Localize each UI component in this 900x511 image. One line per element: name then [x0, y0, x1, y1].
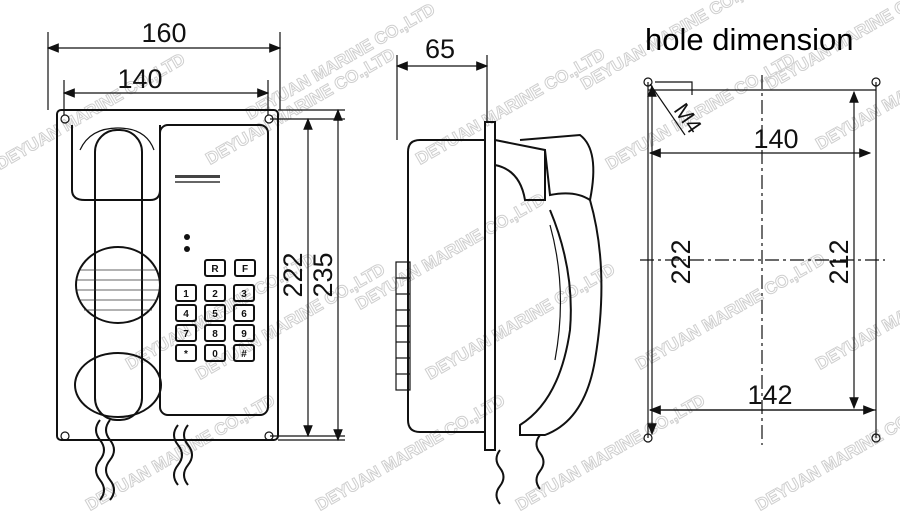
key-3 — [233, 284, 255, 302]
key-R — [204, 259, 226, 277]
side-body — [407, 139, 485, 433]
key-label: 8 — [212, 329, 218, 340]
speaker-grille — [75, 246, 161, 324]
key-0 — [204, 344, 226, 362]
key-5 — [204, 304, 226, 322]
key-label: R — [211, 264, 219, 275]
hole-dimension-view: M4 140 222 212 142 — [640, 75, 885, 445]
key-4 — [175, 304, 197, 322]
mounting-plate — [56, 109, 279, 441]
earpiece — [74, 352, 162, 418]
dim-hole-212: 212 — [824, 239, 854, 284]
key-label: F — [242, 264, 248, 275]
handset — [94, 129, 143, 421]
watermark-text: DEYUAN MARINE CO.,LTD — [243, 0, 439, 123]
side-cradle — [494, 139, 546, 201]
key-7 — [175, 324, 197, 342]
key-label: # — [241, 349, 247, 360]
key-label: 5 — [212, 309, 218, 320]
watermark-text: DEYUAN MARINE CO.,LTD — [603, 50, 799, 174]
watermark-text: DEYUAN MARINE CO.,LTD — [203, 45, 399, 169]
dim-160: 160 — [141, 18, 186, 48]
key-6 — [233, 304, 255, 322]
watermark-text: DEYUAN MARINE CO.,LTD — [353, 190, 549, 314]
cradle — [71, 125, 161, 201]
cable — [173, 424, 183, 486]
key-9 — [233, 324, 255, 342]
key-2 — [204, 284, 226, 302]
dim-140: 140 — [117, 64, 162, 94]
key-F — [234, 259, 256, 277]
key-* — [175, 344, 197, 362]
key-label: 3 — [241, 289, 247, 300]
keypad: R F 1 2 3 4 5 6 7 8 9 * 0 # — [175, 259, 256, 362]
keypad-panel — [159, 124, 269, 416]
watermark-text: DEYUAN MARINE CO.,LTD — [513, 391, 709, 511]
watermark-text: DEYUAN MARINE CO.,LTD — [633, 250, 829, 374]
dim-hole-140: 140 — [753, 124, 798, 154]
key-label: 6 — [241, 309, 247, 320]
watermark-text: DEYUAN MARINE CO.,LTD — [313, 391, 509, 511]
key-label: 2 — [212, 289, 218, 300]
screw-icon — [60, 431, 70, 441]
dim-65: 65 — [425, 34, 455, 64]
side-view: 65 — [395, 34, 603, 505]
side-plate — [484, 121, 496, 451]
key-label: * — [184, 349, 188, 360]
screw-icon — [60, 114, 70, 124]
key-1 — [175, 284, 197, 302]
key-label: 9 — [241, 329, 247, 340]
dim-hole-142: 142 — [747, 380, 792, 410]
side-handset — [519, 199, 603, 436]
dim-235: 235 — [308, 252, 338, 297]
coiled-cord — [95, 419, 105, 501]
key-# — [233, 344, 255, 362]
dim-hole-222: 222 — [666, 239, 696, 284]
key-label: 1 — [183, 289, 189, 300]
hole-dimension-title: hole dimension — [645, 22, 854, 57]
key-8 — [204, 324, 226, 342]
watermark-text: DEYUAN MARINE CO.,LTD — [423, 260, 619, 384]
side-handset-top — [519, 133, 595, 202]
front-view: R F 1 2 3 4 5 6 7 8 9 * 0 # 160 140 222 235 — [46, 18, 345, 501]
dim-222: 222 — [278, 252, 308, 297]
key-label: 0 — [212, 349, 218, 360]
key-label: 7 — [183, 329, 189, 340]
screw-holes — [60, 114, 274, 441]
key-label: 4 — [183, 309, 189, 320]
